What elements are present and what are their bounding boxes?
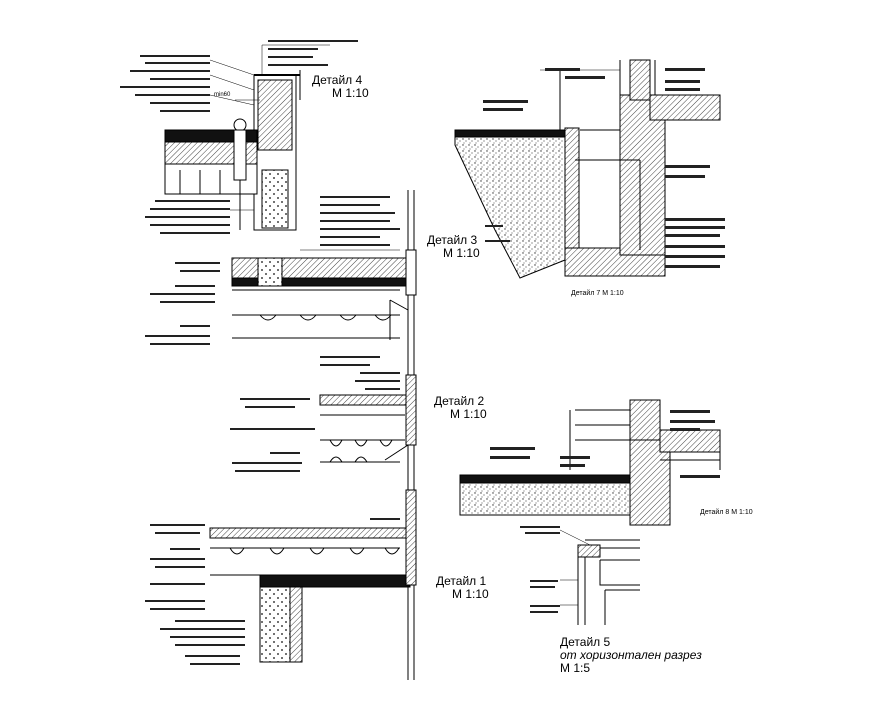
detail-1-drawing <box>209 489 417 663</box>
detail-2-title: Детайл 2 М 1:10 <box>434 395 487 421</box>
detail-3-notes <box>145 196 400 366</box>
detail-5-notes <box>520 526 560 613</box>
detail-5-drawing <box>559 529 640 625</box>
detail-5-title: Детайл 5 от хоризонтален разрез М 1:5 <box>560 636 702 675</box>
detail-7-notes <box>483 68 725 268</box>
detail-1-notes <box>145 518 400 665</box>
detail-8-notes <box>490 410 720 478</box>
detail-8-title: Детайл 8 М 1:10 <box>700 509 753 516</box>
detail-4-name: Детайл 4 <box>312 73 363 87</box>
detail-4-drawing <box>164 44 330 231</box>
detail-4-notes <box>120 40 358 234</box>
detail-7-title: Детайл 7 М 1:10 <box>571 290 624 297</box>
detail-3-scale: М 1:10 <box>443 246 480 260</box>
detail-1-scale: М 1:10 <box>452 587 489 601</box>
detail-2-scale: М 1:10 <box>450 407 487 421</box>
detail-1-title: Детайл 1 М 1:10 <box>436 575 489 601</box>
detail-5-subtitle: от хоризонтален разрез <box>560 648 702 662</box>
detail-2-name: Детайл 2 <box>434 394 485 408</box>
detail-5-scale: М 1:5 <box>560 661 591 675</box>
detail-3-drawing <box>231 190 417 680</box>
detail-4-scale: М 1:10 <box>332 86 369 100</box>
detail-8-drawing <box>459 399 721 526</box>
detail-3-name: Детайл 3 <box>427 233 478 247</box>
detail-2-notes <box>230 372 400 472</box>
detail-4-dimension: min60 <box>214 92 231 98</box>
detail-5-name: Детайл 5 <box>560 635 611 649</box>
detail-1-name: Детайл 1 <box>436 574 487 588</box>
detail-3-title: Детайл 3 М 1:10 <box>427 234 480 260</box>
detail-2-drawing <box>319 374 417 463</box>
detail-4-title: Детайл 4 М 1:10 <box>312 74 369 100</box>
